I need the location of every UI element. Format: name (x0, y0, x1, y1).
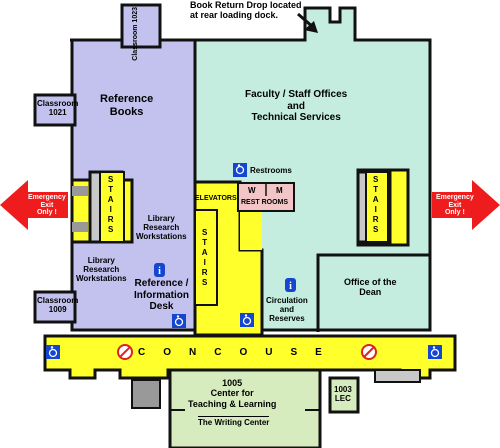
concourse-label: CONCOUSE (138, 347, 340, 358)
stairs-left-label: STAIRS (106, 175, 116, 235)
classroom-1021-room (33, 93, 77, 127)
information-icon: i (154, 263, 165, 277)
dean-office-wall (316, 253, 430, 332)
arrow-icon (297, 12, 318, 33)
wheelchair-icon (428, 345, 442, 359)
left-niche-top (72, 186, 88, 196)
teaching-center-block (168, 368, 322, 448)
restrooms-label: Restrooms (250, 166, 292, 175)
stairs-right-label: STAIRS (371, 175, 381, 235)
stairwell-center (194, 209, 218, 306)
reference-desk-label: Reference / Information Desk (134, 278, 189, 312)
women-restroom-label: W (248, 186, 256, 195)
emergency-exit-right-label: Emergency Exit Only ! (436, 194, 474, 217)
classroom-1023-room (120, 3, 162, 49)
concourse-right-room (374, 369, 421, 383)
book-return-notice: Book Return Drop located at rear loading… (190, 0, 302, 21)
rest-rooms-label: REST ROOMS (241, 199, 289, 206)
wheelchair-icon (172, 314, 186, 328)
writing-center-label: The Writing Center (198, 416, 270, 427)
lec-1003-room (328, 376, 360, 414)
classroom-1023-label: Classroom 1023 (132, 7, 139, 61)
information-icon: i (285, 278, 296, 292)
classroom-1009-label: Classroom 1009 (37, 296, 79, 315)
emergency-exit-arrow-icon (0, 180, 68, 230)
restrooms-block (237, 182, 295, 212)
faculty-offices-label: Faculty / Staff Offices and Technical Se… (245, 89, 348, 123)
classroom-1021-label: Classroom 1021 (37, 99, 79, 118)
stairs-center-label: STAIRS (200, 228, 210, 288)
circulation-label: Circulation and Reserves (266, 296, 308, 324)
emergency-exit-arrow-icon (432, 180, 500, 230)
men-restroom-label: M (276, 186, 283, 195)
classroom-1009-room (33, 290, 77, 324)
stairwell-right (356, 170, 392, 244)
wheelchair-icon (233, 163, 247, 177)
emergency-exit-left-label: Emergency Exit Only ! (28, 194, 66, 217)
left-niche-bottom (72, 222, 88, 232)
svg-text:i: i (158, 266, 161, 277)
svg-text:i: i (289, 281, 292, 292)
no-food-icon (361, 344, 377, 360)
library-research-label-upper: Library Research Workstations (136, 214, 187, 242)
no-food-icon (117, 344, 133, 360)
teaching-center-label: 1005 Center for Teaching & Learning (188, 378, 277, 409)
elevators-label: ELEVATORS (195, 195, 237, 202)
reference-books-label: Reference Books (100, 93, 154, 118)
concourse-niche (131, 379, 161, 409)
stairwell-left (88, 170, 125, 244)
library-research-label-lower: Library Research Workstations (76, 256, 127, 284)
dean-office-label: Office of the Dean (344, 277, 397, 298)
lec-1003-label: 1003 LEC (334, 385, 352, 404)
wheelchair-icon (240, 313, 254, 327)
wheelchair-icon (46, 345, 60, 359)
